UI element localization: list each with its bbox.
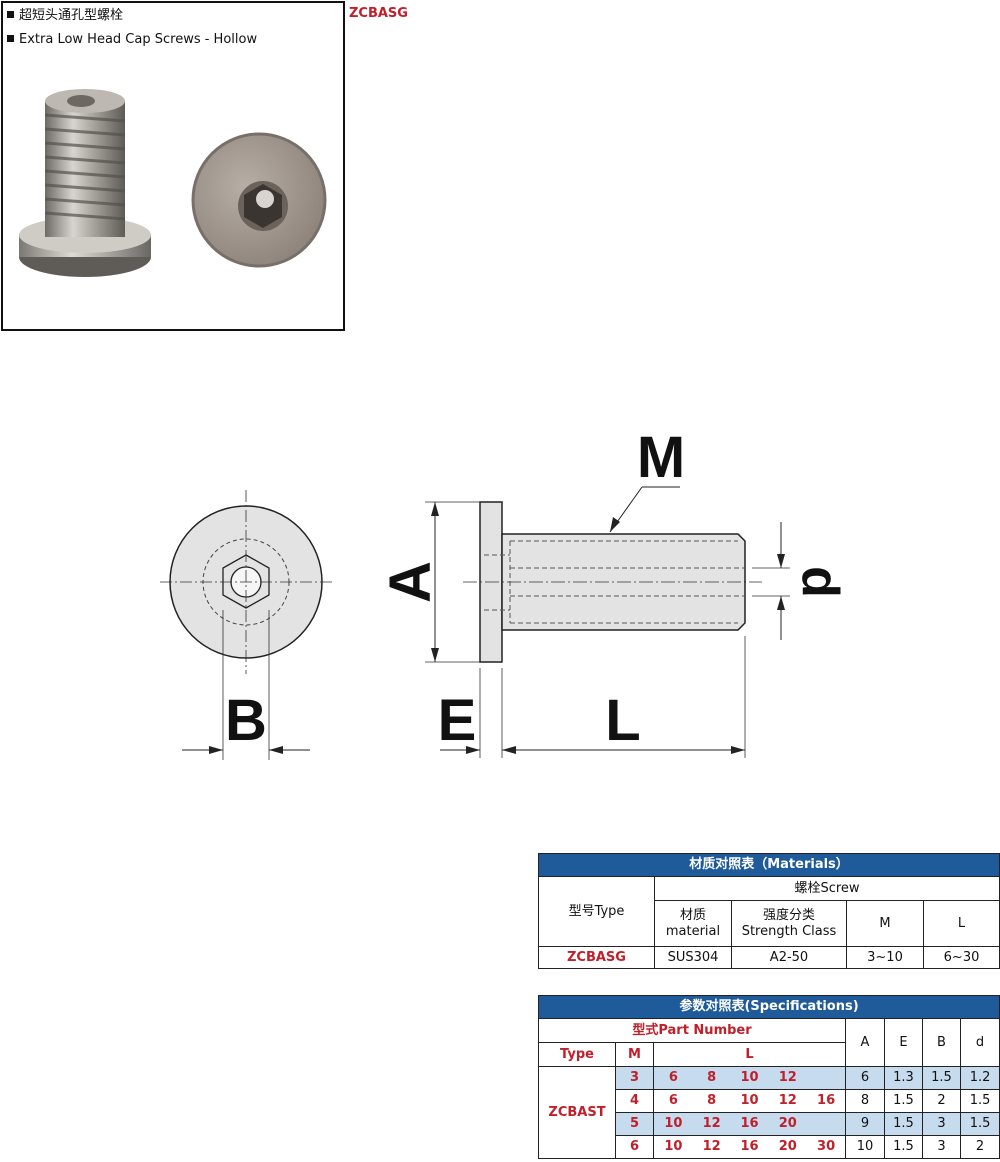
m-value: 4	[615, 1089, 654, 1113]
screw-header: 螺栓Screw	[653, 876, 1000, 901]
technical-drawing: M A d B E L	[160, 425, 849, 760]
type-value: ZCBASG	[538, 946, 655, 969]
m-value: 3	[615, 1066, 654, 1090]
d-value: 2	[959, 1135, 1000, 1159]
a-value: 9	[845, 1112, 885, 1136]
label-d: d	[791, 566, 849, 598]
e-value: 1.5	[884, 1135, 923, 1159]
chinese-title-text: 超短头通孔型螺栓	[19, 8, 124, 23]
d-value: 1.5	[959, 1089, 1000, 1113]
screw-photo-image	[19, 89, 327, 277]
part-number-header: 型式Part Number	[538, 1018, 846, 1043]
type-header: 型号Type	[538, 876, 655, 947]
brand-label: ZCBASG	[349, 6, 408, 21]
side-view	[425, 486, 790, 758]
m-value: 6	[615, 1135, 654, 1159]
e-value: 1.5	[884, 1089, 923, 1113]
product-photo-panel: 超短头通孔型螺栓 Extra Low Head Cap Screws - Hol…	[1, 1, 345, 331]
l-range-value: 6~30	[922, 946, 1000, 969]
bullet-square-icon	[7, 11, 14, 18]
a-value: 8	[845, 1089, 885, 1113]
label-M: M	[637, 425, 685, 490]
b-value: 3	[922, 1135, 961, 1159]
label-A: A	[378, 561, 443, 603]
table-row: ZCBASG SUS304 A2-50 3~10 6~30	[538, 946, 1000, 969]
l-header: L	[653, 1042, 846, 1067]
dim-header-e: E	[884, 1018, 923, 1067]
dim-header-d: d	[959, 1018, 1000, 1067]
m-header: M	[615, 1042, 654, 1067]
type-header: Type	[538, 1042, 616, 1067]
specifications-title: 参数对照表(Specifications)	[537, 995, 1000, 1019]
bullet-english-title: Extra Low Head Cap Screws - Hollow	[7, 32, 257, 48]
front-view	[160, 490, 332, 760]
bullet-square-icon	[7, 35, 14, 42]
label-L: L	[605, 688, 640, 753]
m-column-header: M	[846, 900, 924, 947]
e-value: 1.3	[884, 1066, 923, 1090]
specifications-table: 参数对照表(Specifications) 型式Part Number A E …	[537, 995, 1000, 1159]
b-value: 1.5	[922, 1066, 961, 1090]
label-B: B	[225, 688, 267, 753]
b-value: 2	[922, 1089, 961, 1113]
l-column-header: L	[922, 900, 1000, 947]
dim-header-a: A	[845, 1018, 885, 1067]
strength-value: A2-50	[731, 946, 847, 969]
d-value: 1.2	[959, 1066, 1000, 1090]
material-value: SUS304	[654, 946, 732, 969]
m-value: 5	[615, 1112, 654, 1136]
label-E: E	[438, 688, 477, 753]
e-value: 1.5	[884, 1112, 923, 1136]
materials-title: 材质对照表（Materials）	[537, 853, 1000, 877]
english-title-text: Extra Low Head Cap Screws - Hollow	[19, 32, 258, 47]
a-value: 10	[845, 1135, 885, 1159]
dimension-labels: M A d B E L	[225, 425, 849, 753]
d-value: 1.5	[959, 1112, 1000, 1136]
bullet-chinese-title: 超短头通孔型螺栓	[7, 8, 123, 24]
dim-header-b: B	[922, 1018, 961, 1067]
b-value: 3	[922, 1112, 961, 1136]
type-value: ZCBAST	[538, 1066, 616, 1159]
a-value: 6	[845, 1066, 885, 1090]
m-range-value: 3~10	[846, 946, 924, 969]
